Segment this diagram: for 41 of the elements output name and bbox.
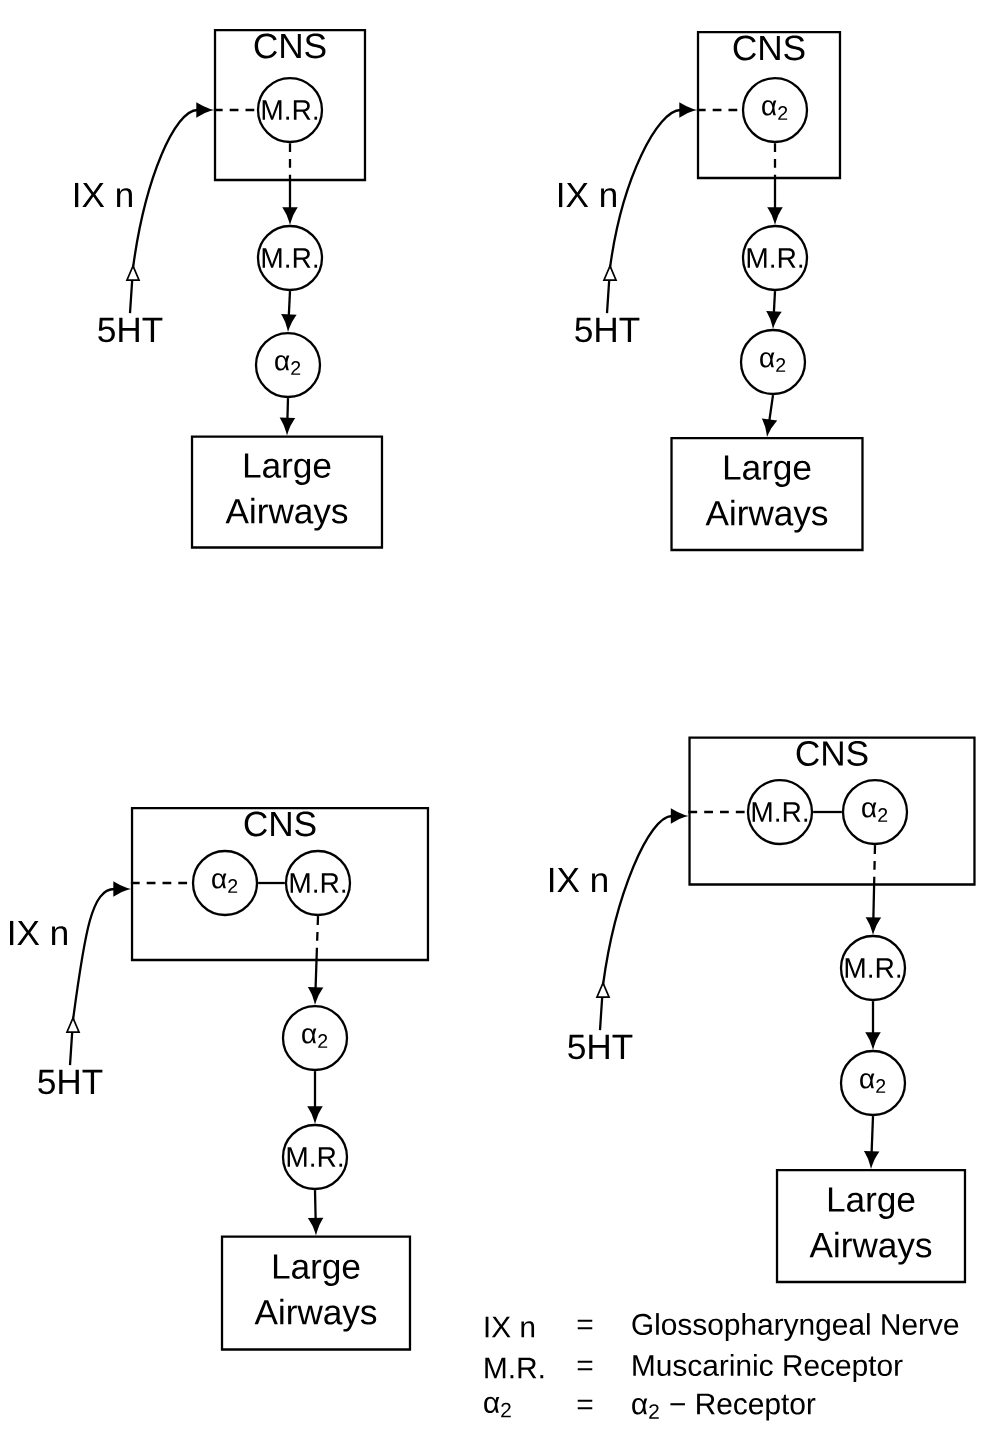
arrow xyxy=(68,882,129,1066)
edge-label: IX n xyxy=(75,182,132,208)
legend-text: IX n xyxy=(485,1316,535,1338)
edge-label: IX n xyxy=(559,182,616,208)
dashed-line xyxy=(213,108,257,112)
equals-sign: = xyxy=(577,1399,593,1410)
arrow xyxy=(308,1190,323,1233)
text-label: 5HT xyxy=(575,317,640,343)
arrow xyxy=(767,291,781,327)
arrow xyxy=(308,1071,322,1122)
arrow xyxy=(762,395,777,435)
arrow xyxy=(280,398,295,433)
dashed-line xyxy=(308,916,323,1003)
legend-text: α$_{2}$ xyxy=(484,1396,511,1418)
dashed-line xyxy=(768,143,782,223)
target-box: Large Airways xyxy=(670,436,864,552)
arrow xyxy=(128,103,212,314)
text-label: 5HT xyxy=(98,317,163,343)
arrow xyxy=(598,809,686,1031)
arrow xyxy=(864,1116,879,1167)
arrow xyxy=(605,103,695,314)
text-label: 5HT xyxy=(38,1069,103,1095)
legend-text: α$_{2}$ − Receptor xyxy=(632,1393,816,1421)
legend-text: M.R. xyxy=(485,1357,544,1379)
connector-line xyxy=(813,810,842,814)
edge-label: IX n xyxy=(10,920,67,946)
dashed-line xyxy=(283,143,297,223)
target-box: Large Airways xyxy=(775,1168,967,1284)
target-box: Large Airways xyxy=(190,435,384,549)
target-box: Large Airways xyxy=(220,1235,412,1351)
equals-sign: = xyxy=(577,1360,593,1371)
equals-sign: = xyxy=(577,1319,593,1330)
edge-label: IX n xyxy=(550,867,607,893)
legend-text: Muscarinic Receptor xyxy=(633,1354,903,1382)
dashed-line xyxy=(866,845,881,933)
arrow xyxy=(866,1001,880,1048)
legend-text: Glossopharyngeal Nerve xyxy=(632,1313,959,1341)
text-label: 5HT xyxy=(568,1034,633,1060)
dashed-line xyxy=(688,810,747,814)
arrow xyxy=(281,291,296,330)
connector-line xyxy=(258,881,285,885)
